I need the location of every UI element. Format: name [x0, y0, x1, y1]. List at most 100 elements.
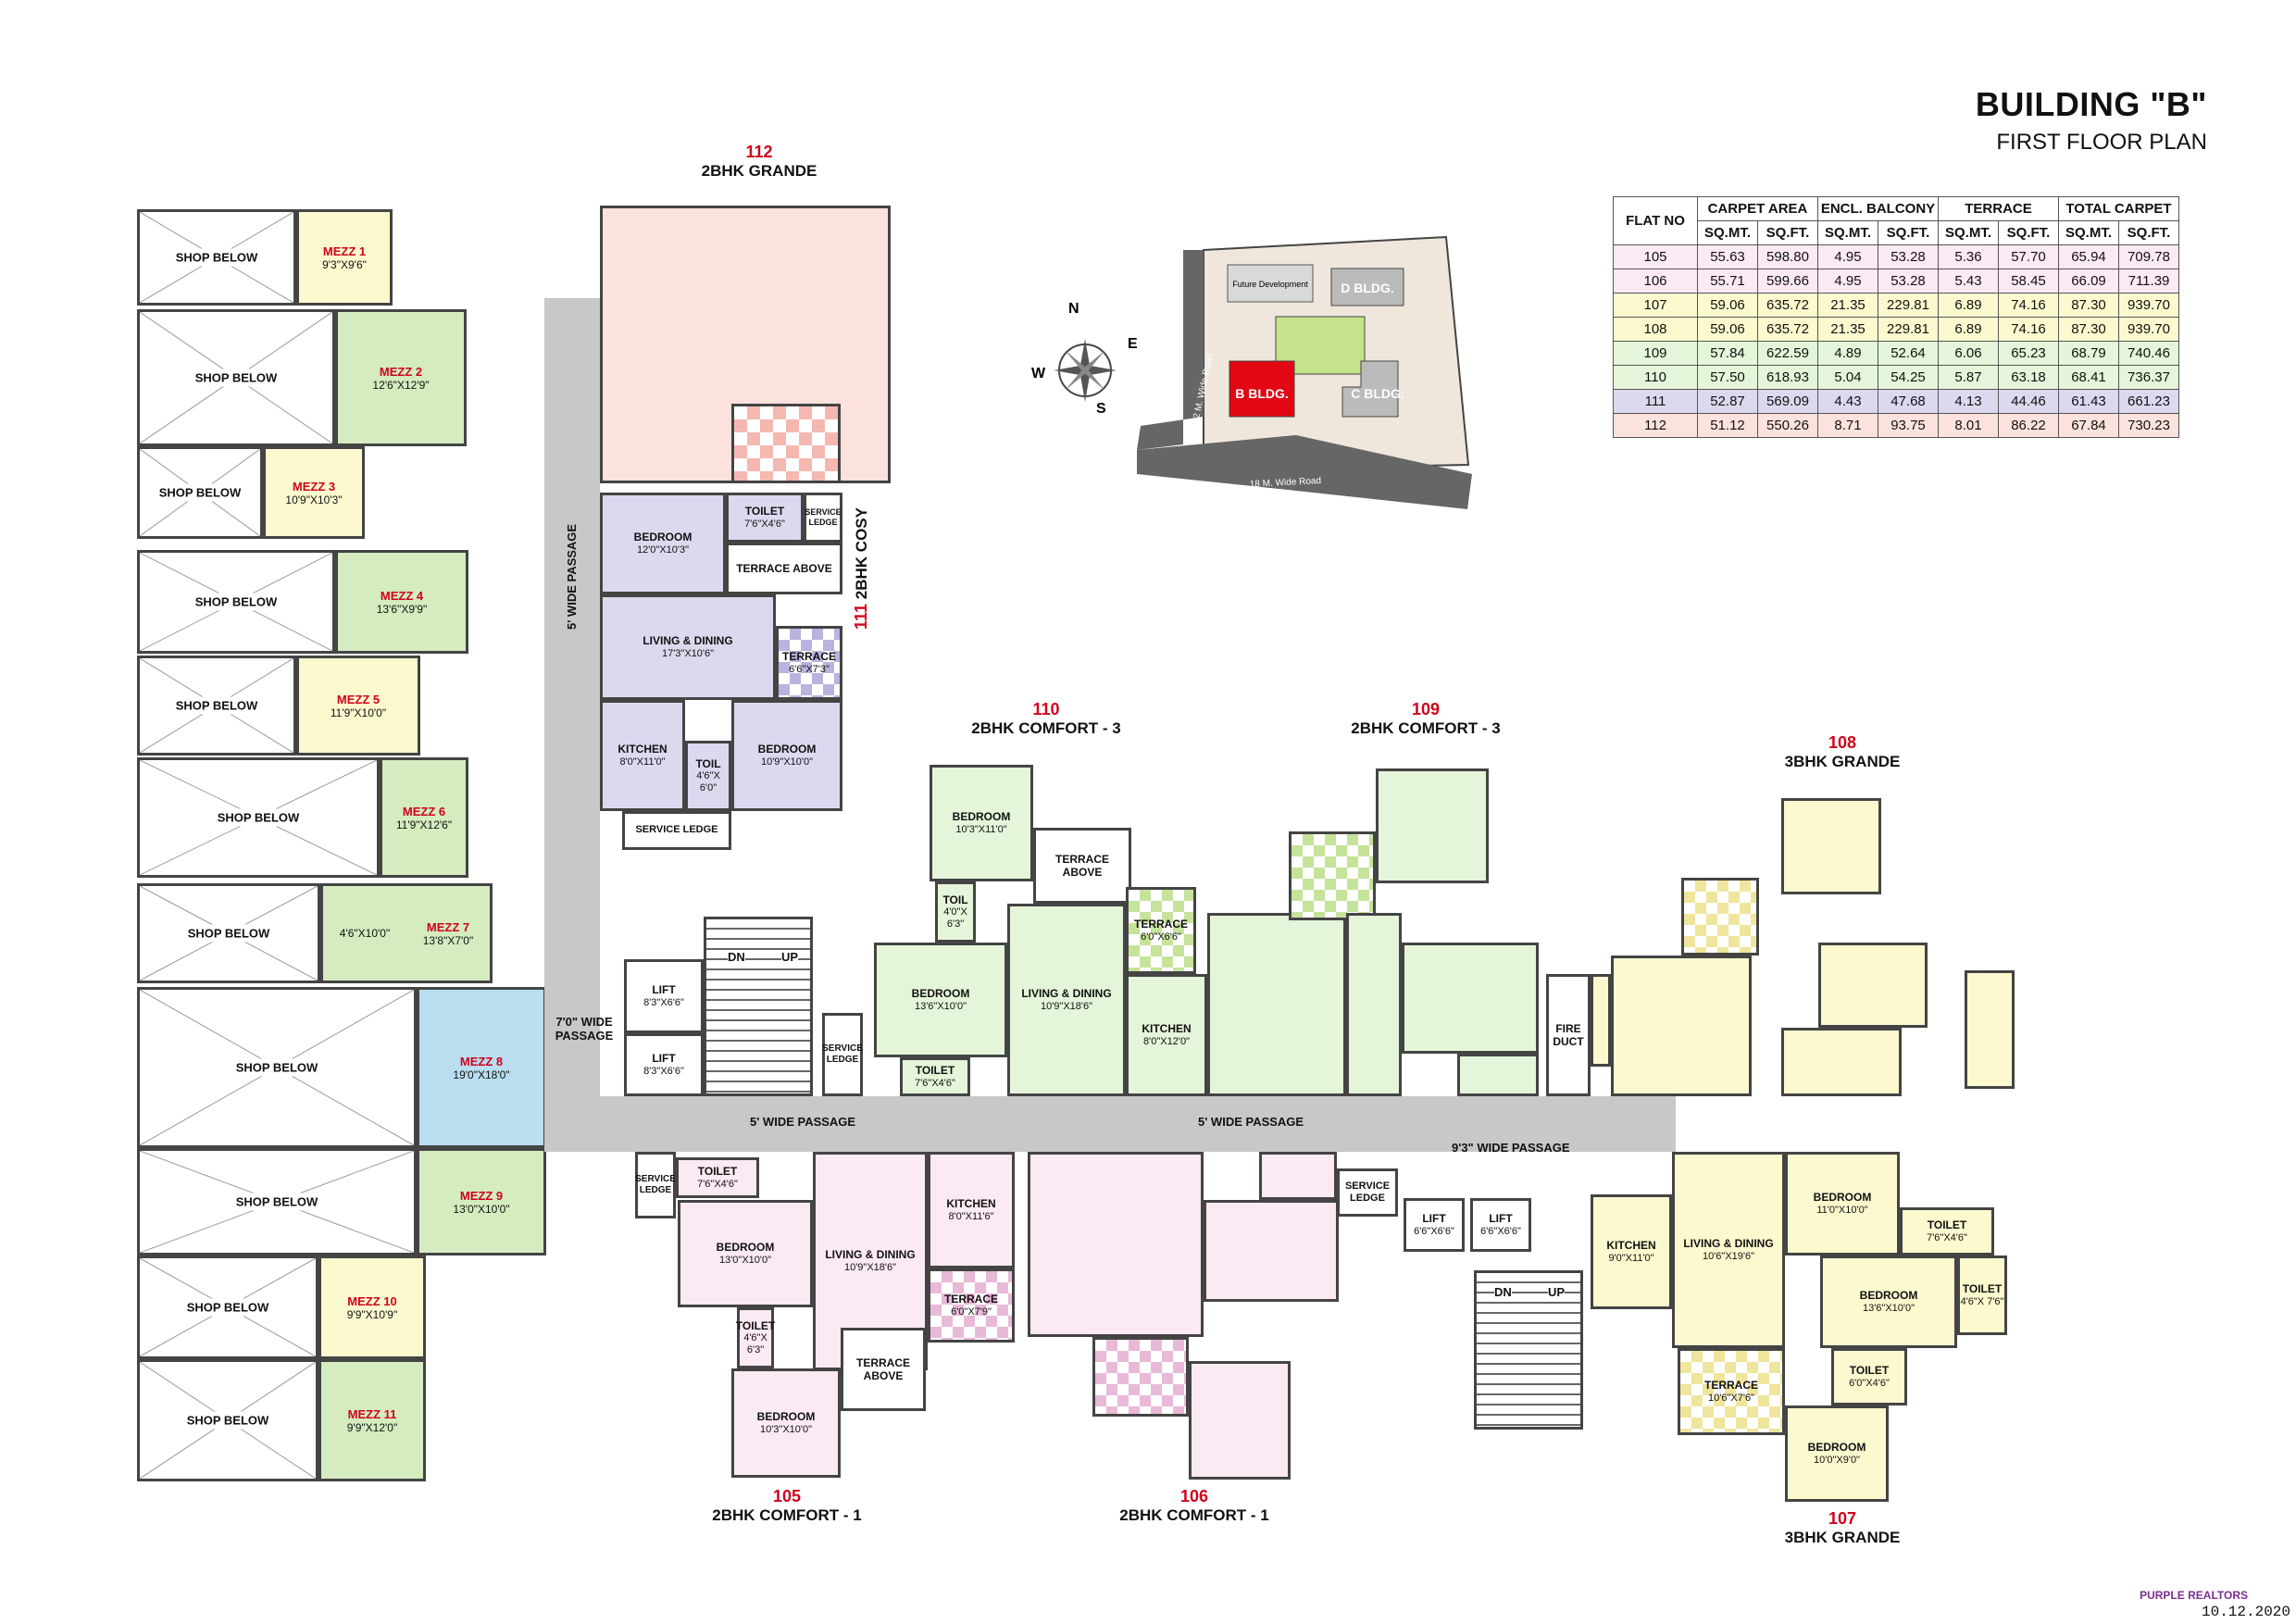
unit-109-bedroom-2 — [1402, 943, 1539, 1054]
cell-value: 54.25 — [1878, 365, 1939, 390]
unit-108-living — [1611, 956, 1752, 1096]
unit-110-terrace-above: TERRACE ABOVE — [1033, 828, 1131, 904]
cell-value: 57.84 — [1697, 341, 1758, 366]
unit-112-terrace — [731, 404, 841, 483]
cell-value: 87.30 — [2058, 293, 2119, 318]
cell-value: 8.71 — [1817, 413, 1878, 438]
staircase-1 — [704, 917, 813, 1096]
unit-108-bedroom-2 — [1818, 943, 1928, 1028]
unit-111-service-ledge: SERVICE LEDGE — [804, 493, 842, 543]
cell-value: 6.89 — [1938, 317, 1999, 342]
shop-below-4: SHOP BELOW — [137, 550, 335, 654]
cell-value: 229.81 — [1878, 317, 1939, 342]
cell-value: 57.50 — [1697, 365, 1758, 390]
cell-value: 87.30 — [2058, 317, 2119, 342]
th-sub-3: SQ.FT. — [1878, 220, 1939, 245]
cell-value: 6.89 — [1938, 293, 1999, 318]
th-sub-4: SQ.MT. — [1938, 220, 1999, 245]
cell-value: 709.78 — [2118, 244, 2179, 269]
d-bldg — [1330, 268, 1404, 306]
unit-108-toilet — [1965, 970, 2015, 1089]
shop-label: SHOP BELOW — [140, 696, 293, 715]
unit-110-service-ledge: SERVICE LEDGE — [822, 1013, 863, 1096]
unit-106-toilet — [1259, 1152, 1337, 1200]
cell-value: 93.75 — [1878, 413, 1939, 438]
mezz-dim: 12'6"X12'9" — [372, 378, 430, 392]
cell-flat: 110 — [1613, 365, 1698, 390]
mezz-dim: 11'9"X12'6" — [395, 818, 453, 831]
shop-label: SHOP BELOW — [140, 924, 318, 943]
th-sub-5: SQ.FT. — [1998, 220, 2059, 245]
unit-106-living — [1028, 1152, 1204, 1337]
mezz-name: MEZZ 1 — [322, 244, 367, 258]
stair-2-dn: DN — [1494, 1285, 1512, 1299]
cell-value: 63.18 — [1998, 365, 2059, 390]
shop-label: SHOP BELOW — [140, 248, 293, 267]
shop-below-3: SHOP BELOW — [137, 446, 263, 539]
mezz-extra-dim: 4'6"X10'0" — [339, 927, 391, 940]
cell-flat: 106 — [1613, 269, 1698, 294]
cell-value: 730.23 — [2118, 413, 2179, 438]
unit-109-kitchen — [1346, 913, 1402, 1096]
cell-value: 4.13 — [1938, 389, 1999, 414]
cell-value: 736.37 — [2118, 365, 2179, 390]
th-sub-7: SQ.FT. — [2118, 220, 2179, 245]
future-development — [1227, 264, 1314, 303]
shop-label: SHOP BELOW — [140, 483, 260, 502]
cell-value: 5.36 — [1938, 244, 1999, 269]
passage-horizontal — [544, 1096, 1676, 1152]
compass-w: W — [1031, 366, 1046, 381]
th-sub-2: SQ.MT. — [1817, 220, 1878, 245]
unit-109-toilet — [1457, 1054, 1539, 1096]
unit-111-service-ledge-2: SERVICE LEDGE — [622, 811, 731, 850]
compass-icon: N E S W — [1031, 301, 1138, 417]
unit-106-label: 106 2BHK COMFORT - 1 — [1119, 1487, 1269, 1524]
unit-108-kitchen — [1591, 974, 1611, 1067]
c-bldg-label: C BLDG. — [1351, 386, 1404, 401]
cell-value: 618.93 — [1757, 365, 1818, 390]
passage-vertical — [544, 298, 600, 1131]
compass-s: S — [1096, 401, 1106, 417]
mezz-name: MEZZ 5 — [336, 692, 381, 706]
road-18m — [1137, 435, 1472, 509]
cell-value: 53.28 — [1878, 269, 1939, 294]
cell-value: 8.01 — [1938, 413, 1999, 438]
cell-value: 229.81 — [1878, 293, 1939, 318]
compass-e: E — [1128, 336, 1138, 352]
unit-108-terrace — [1681, 878, 1759, 956]
area-table: FLAT NO CARPET AREA ENCL. BALCONY TERRAC… — [1613, 196, 2179, 438]
cell-value: 635.72 — [1757, 317, 1818, 342]
cell-value: 5.43 — [1938, 269, 1999, 294]
cell-value: 51.12 — [1697, 413, 1758, 438]
mezz-dim: 13'0"X10'0" — [453, 1202, 510, 1216]
stair-1-dn: DN — [728, 950, 745, 964]
shop-below-1: SHOP BELOW — [137, 209, 296, 306]
mezz-name: MEZZ 6 — [402, 804, 446, 818]
cell-value: 47.68 — [1878, 389, 1939, 414]
plan-date: 10.12.2020 — [2201, 1604, 2290, 1620]
unit-111-terrace-above: TERRACE ABOVE — [726, 543, 842, 594]
